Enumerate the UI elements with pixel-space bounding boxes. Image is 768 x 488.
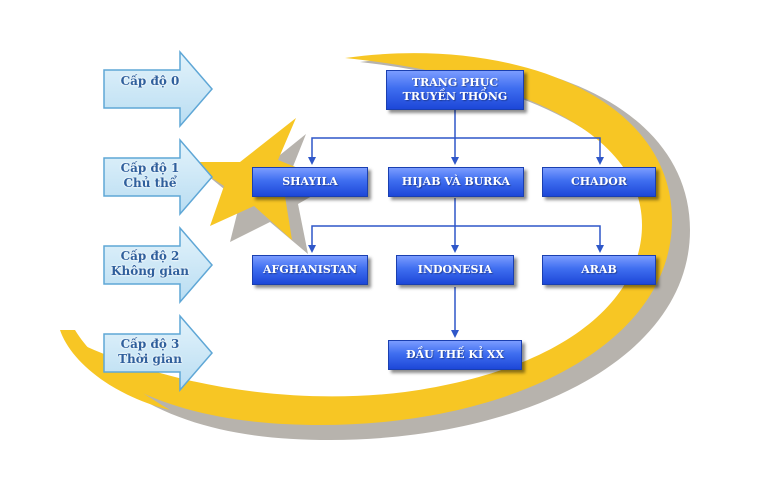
level-3-line1: Cấp độ 3 xyxy=(120,337,180,351)
level-0-line1: Cấp độ 0 xyxy=(120,74,180,88)
node-indonesia: INDONESIA xyxy=(396,255,514,285)
node-chador-label: CHADOR xyxy=(571,175,627,188)
connector-arrowheads xyxy=(308,157,604,338)
level-1-label: Cấp độ 1 Chủ thể xyxy=(102,161,198,191)
node-arab-label: ARAB xyxy=(581,263,617,276)
level-3-label: Cấp độ 3 Thời gian xyxy=(102,337,198,367)
node-traditional-costume: TRANG PHỤC TRUYỀN THỐNG xyxy=(386,70,524,110)
arrowhead-shayila xyxy=(308,157,316,165)
level-2-line2: Không gian xyxy=(111,264,189,278)
node-root-line2: TRUYỀN THỐNG xyxy=(402,90,508,103)
node-root-line1: TRANG PHỤC xyxy=(411,76,499,89)
node-afghanistan-label: AFGHANISTAN xyxy=(263,263,357,276)
level-3-arrow: Cấp độ 3 Thời gian xyxy=(100,314,214,392)
connectors xyxy=(311,110,601,333)
level-1-line2: Chủ thể xyxy=(123,176,177,190)
connector-level1-bar xyxy=(311,137,601,162)
node-shayila-label: SHAYILA xyxy=(282,175,338,188)
node-shayila: SHAYILA xyxy=(252,167,368,197)
node-indonesia-label: INDONESIA xyxy=(417,263,493,276)
arrowhead-century xyxy=(451,330,459,338)
node-afghanistan: AFGHANISTAN xyxy=(252,255,368,285)
node-hijab-label: HIJAB VÀ BURKA xyxy=(401,175,511,188)
level-2-label: Cấp độ 2 Không gian xyxy=(102,249,198,279)
node-chador: CHADOR xyxy=(542,167,656,197)
arrow-shape xyxy=(103,50,213,128)
arrowhead-indonesia xyxy=(451,245,459,253)
arrowhead-afghanistan xyxy=(308,245,316,253)
node-arab: ARAB xyxy=(542,255,656,285)
arrow-shape xyxy=(103,314,213,392)
level-0-label: Cấp độ 0 xyxy=(102,74,198,89)
level-0-arrow: Cấp độ 0 xyxy=(100,50,214,128)
arrow-shape xyxy=(103,138,213,216)
level-1-line1: Cấp độ 1 xyxy=(120,161,180,175)
arrowhead-arab xyxy=(596,245,604,253)
swoosh-tail xyxy=(60,330,170,410)
level-1-arrow: Cấp độ 1 Chủ thể xyxy=(100,138,214,216)
level-3-line2: Thời gian xyxy=(118,352,182,366)
arrowhead-chador xyxy=(596,157,604,165)
connector-level2-bar xyxy=(311,225,601,250)
level-2-arrow: Cấp độ 2 Không gian xyxy=(100,226,214,304)
node-hijab-burka: HIJAB VÀ BURKA xyxy=(388,167,524,197)
arrowhead-hijab xyxy=(451,157,459,165)
level-2-line1: Cấp độ 2 xyxy=(120,249,180,263)
node-century-label: ĐẦU THẾ KỈ XX xyxy=(406,348,504,361)
arrow-shape xyxy=(103,226,213,304)
node-early-20th-century: ĐẦU THẾ KỈ XX xyxy=(388,340,522,370)
